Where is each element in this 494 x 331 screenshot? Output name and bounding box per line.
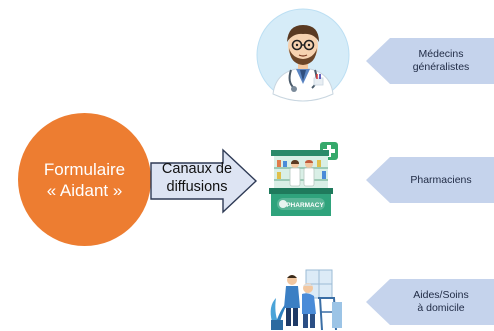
source-label-line1: Formulaire — [43, 159, 126, 179]
target-aides-soins: Aides/Soins à domicile — [366, 279, 494, 325]
target-pharmaciens: Pharmaciens — [366, 157, 494, 203]
arrow-label-line1: Canaux de — [161, 161, 233, 177]
block-arrow-shape — [150, 148, 258, 214]
doctor-icon — [256, 8, 350, 102]
callout-shape — [366, 279, 494, 325]
target-aides-soins-line2: à domicile — [417, 302, 465, 314]
callout-shape — [366, 38, 494, 84]
callout-shape — [366, 157, 494, 203]
target-pharmaciens-line1: Pharmaciens — [410, 173, 472, 186]
target-medecins: Médecins généralistes — [366, 38, 494, 84]
target-medecins-line2: généralistes — [412, 61, 470, 73]
target-medecins-line1: Médecins — [418, 48, 464, 60]
arrow-label-line2: diffusions — [166, 179, 228, 195]
source-label-line2: « Aidant » — [46, 180, 123, 200]
arrow-label: Canaux de diffusions — [154, 160, 240, 196]
channels-arrow: Canaux de diffusions — [150, 148, 260, 214]
pharmacy-icon: PHARMACY — [269, 142, 338, 216]
source-node: Formulaire « Aidant » — [18, 113, 151, 246]
target-aides-soins-line1: Aides/Soins — [413, 289, 469, 301]
pharmacy-sign: PHARMACY — [286, 202, 324, 209]
home-care-icon — [270, 269, 342, 331]
